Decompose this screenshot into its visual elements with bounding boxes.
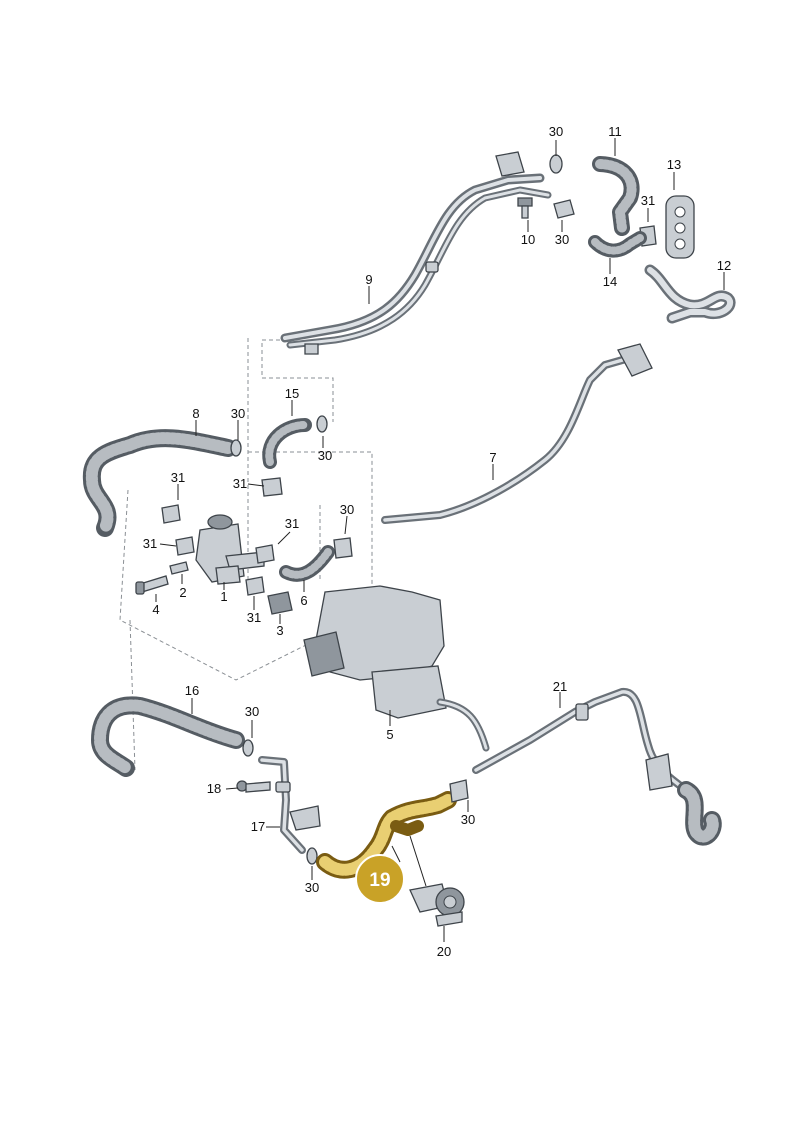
- part-17-pipe: [258, 756, 321, 854]
- label-21: 21: [553, 679, 567, 694]
- part-31-clamp-valve-lower: [245, 576, 265, 596]
- label-30-hose-6: 30: [340, 502, 354, 517]
- part-21-coolant-pipe: [472, 688, 722, 846]
- part-30-clamp-hose-6: [333, 537, 353, 559]
- part-6-hose: [279, 545, 335, 582]
- part-10-bolt: [517, 197, 533, 219]
- label-13: 13: [667, 157, 681, 172]
- label-30-hose-16: 30: [245, 704, 259, 719]
- part-19-hose-highlighted: [316, 791, 457, 879]
- label-31-valve-right: 31: [285, 516, 299, 531]
- leader-lines: [155, 138, 725, 942]
- label-7: 7: [489, 450, 496, 465]
- label-30-lower-left: 30: [305, 880, 319, 895]
- part-30-clamp-upper: [553, 199, 575, 219]
- label-30-top: 30: [549, 124, 563, 139]
- label-30-hose-15: 30: [318, 448, 332, 463]
- label-11: 11: [608, 124, 622, 139]
- label-10: 10: [521, 232, 535, 247]
- label-31-valve-lower: 31: [247, 610, 261, 625]
- part-3-sleeve: [267, 591, 293, 615]
- label-3: 3: [276, 623, 283, 638]
- part-31-clamp-mid: [261, 477, 283, 497]
- label-30-hose-19: 30: [461, 812, 475, 827]
- part-12-pipe: [644, 264, 736, 324]
- label-18: 18: [207, 781, 221, 796]
- part-5-auxiliary-heater-unit: [303, 585, 490, 752]
- part-31-clamp-valve-right: [255, 544, 275, 564]
- label-31-valve-upper: 31: [171, 470, 185, 485]
- part-1-coolant-valve: [195, 514, 265, 585]
- label-31-valve-left: 31: [143, 536, 157, 551]
- label-14: 14: [603, 274, 617, 289]
- label-30-upper: 30: [555, 232, 569, 247]
- label-31-mid: 31: [233, 476, 247, 491]
- part-30-clamp-lower-left: [306, 847, 318, 865]
- highlight-badge-label: 19: [369, 870, 390, 891]
- part-30-clamp-top: [549, 154, 563, 174]
- part-31-clamp-valve-upper: [161, 504, 181, 524]
- part-8-hose: [82, 429, 242, 537]
- part-15-hose: [262, 415, 328, 469]
- part-18-bolt: [236, 780, 271, 793]
- label-17: 17: [251, 819, 265, 834]
- label-16: 16: [185, 683, 199, 698]
- label-5: 5: [386, 727, 393, 742]
- part-number-labels: 30 11 13 31 10 30 14 12 9 15 8 30 30 31 …: [143, 124, 731, 959]
- label-8: 8: [192, 406, 199, 421]
- part-11-hose: [592, 156, 640, 236]
- part-20-thermostat: [409, 883, 465, 927]
- label-15: 15: [285, 386, 299, 401]
- part-9-coolant-pipe: [280, 151, 552, 355]
- part-7-coolant-pipe: [381, 343, 653, 524]
- label-31-top-right: 31: [641, 193, 655, 208]
- highlight-badge-circle: [355, 854, 405, 904]
- assembly-guide-lines: [119, 338, 373, 771]
- label-12: 12: [717, 258, 731, 273]
- label-2: 2: [179, 585, 186, 600]
- highlight-badge-19: 19: [355, 854, 405, 904]
- part-30-clamp-hose-16: [242, 739, 254, 757]
- label-9: 9: [365, 272, 372, 287]
- part-4-bolt: [135, 575, 169, 595]
- part-2-screw: [169, 561, 189, 575]
- part-13-bracket: [665, 195, 695, 259]
- part-16-hose: [91, 696, 245, 777]
- part-31-clamp-valve-left: [175, 536, 195, 556]
- part-14-hose: [588, 231, 647, 258]
- label-30-hose-8: 30: [231, 406, 245, 421]
- label-6: 6: [300, 593, 307, 608]
- label-4: 4: [152, 602, 159, 617]
- label-1: 1: [220, 589, 227, 604]
- label-20: 20: [437, 944, 451, 959]
- part-30-clamp-hose-19: [449, 779, 469, 803]
